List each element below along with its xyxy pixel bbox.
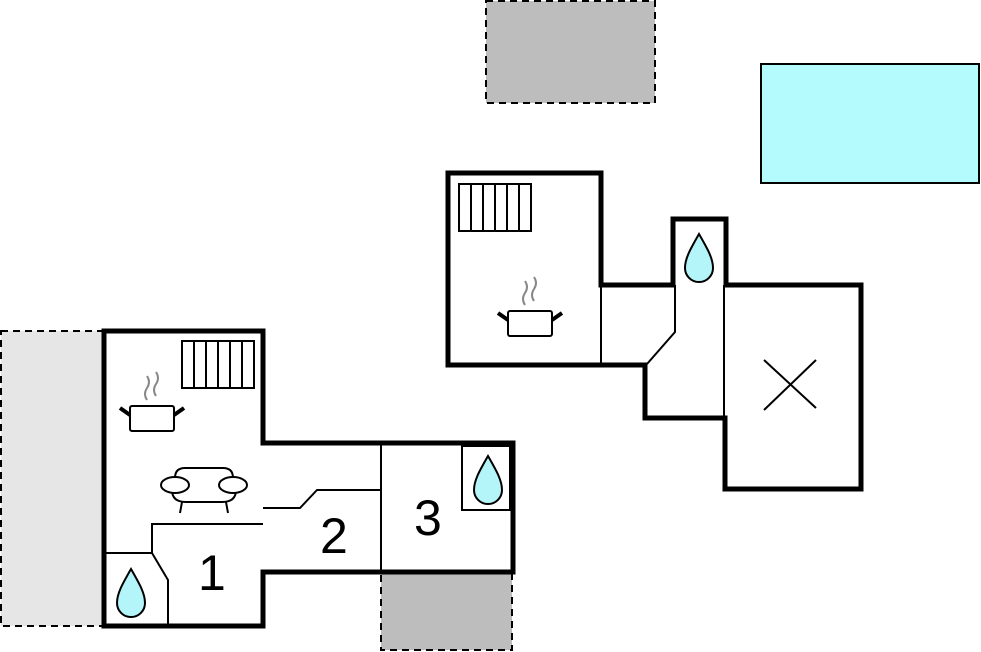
cooking-pot-icon	[496, 275, 564, 338]
terrace-bottom	[380, 571, 513, 651]
lawn-area	[0, 330, 105, 627]
building-right	[445, 170, 864, 492]
room-number-3: 3	[414, 490, 442, 546]
room-number-1: 1	[198, 545, 226, 601]
cooking-pot-icon	[118, 370, 186, 433]
building-left: 1 2 3	[101, 328, 516, 629]
water-drop-icon	[116, 568, 146, 618]
pool	[760, 63, 980, 184]
radiator-icon	[181, 340, 255, 389]
sofa-icon	[160, 467, 248, 514]
terrace-top	[485, 0, 656, 104]
radiator-icon	[458, 183, 532, 232]
water-drop-icon	[473, 455, 503, 505]
x-mark-icon	[763, 359, 817, 411]
water-drop-icon	[684, 233, 714, 283]
room-number-2: 2	[320, 508, 348, 564]
